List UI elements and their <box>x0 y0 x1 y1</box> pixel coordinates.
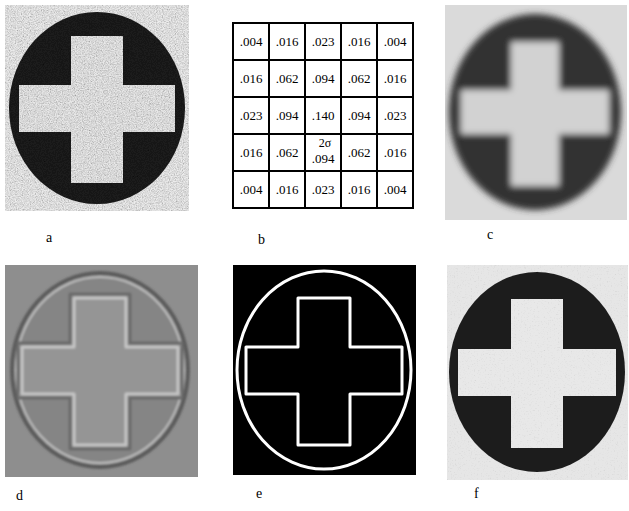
table-cell: .140 <box>305 97 341 134</box>
table-cell: .023 <box>305 23 341 60</box>
panel-letter: f <box>474 486 479 502</box>
table-cell: .016 <box>233 134 269 171</box>
table-cell: .023 <box>377 97 413 134</box>
edge-image <box>233 265 416 475</box>
table-cell: .016 <box>341 171 377 208</box>
table-cell: .094 <box>269 97 305 134</box>
table-cell: .016 <box>377 134 413 171</box>
log-image <box>5 265 198 477</box>
table-cell: .004 <box>233 23 269 60</box>
smoothed-image <box>445 5 627 220</box>
panel-letter: c <box>487 227 493 243</box>
table-cell: .016 <box>341 23 377 60</box>
panel-letter: b <box>258 232 265 248</box>
table-cell: .062 <box>341 134 377 171</box>
panel-letter: a <box>46 230 52 246</box>
table-cell: .023 <box>305 171 341 208</box>
table-cell: .023 <box>233 97 269 134</box>
table-cell: .062 <box>269 134 305 171</box>
restored-image <box>447 265 628 480</box>
table-cell: .016 <box>269 171 305 208</box>
table-cell: .004 <box>377 23 413 60</box>
kernel-table: .004.016.023.016.004.016.062.094.062.016… <box>232 22 414 209</box>
table-cell: .004 <box>377 171 413 208</box>
table-cell: .094 <box>341 97 377 134</box>
sigma-label: 2σ <box>307 137 343 149</box>
table-cell: .062 <box>269 60 305 97</box>
table-cell: .016 <box>377 60 413 97</box>
table-cell: .016 <box>269 23 305 60</box>
table-cell: .062 <box>341 60 377 97</box>
panel-letter: d <box>16 488 23 504</box>
panel-letter: e <box>256 486 262 502</box>
noisy-image <box>5 5 189 211</box>
table-cell: .016 <box>233 60 269 97</box>
table-cell: .004 <box>233 171 269 208</box>
table-cell: .094 <box>305 60 341 97</box>
